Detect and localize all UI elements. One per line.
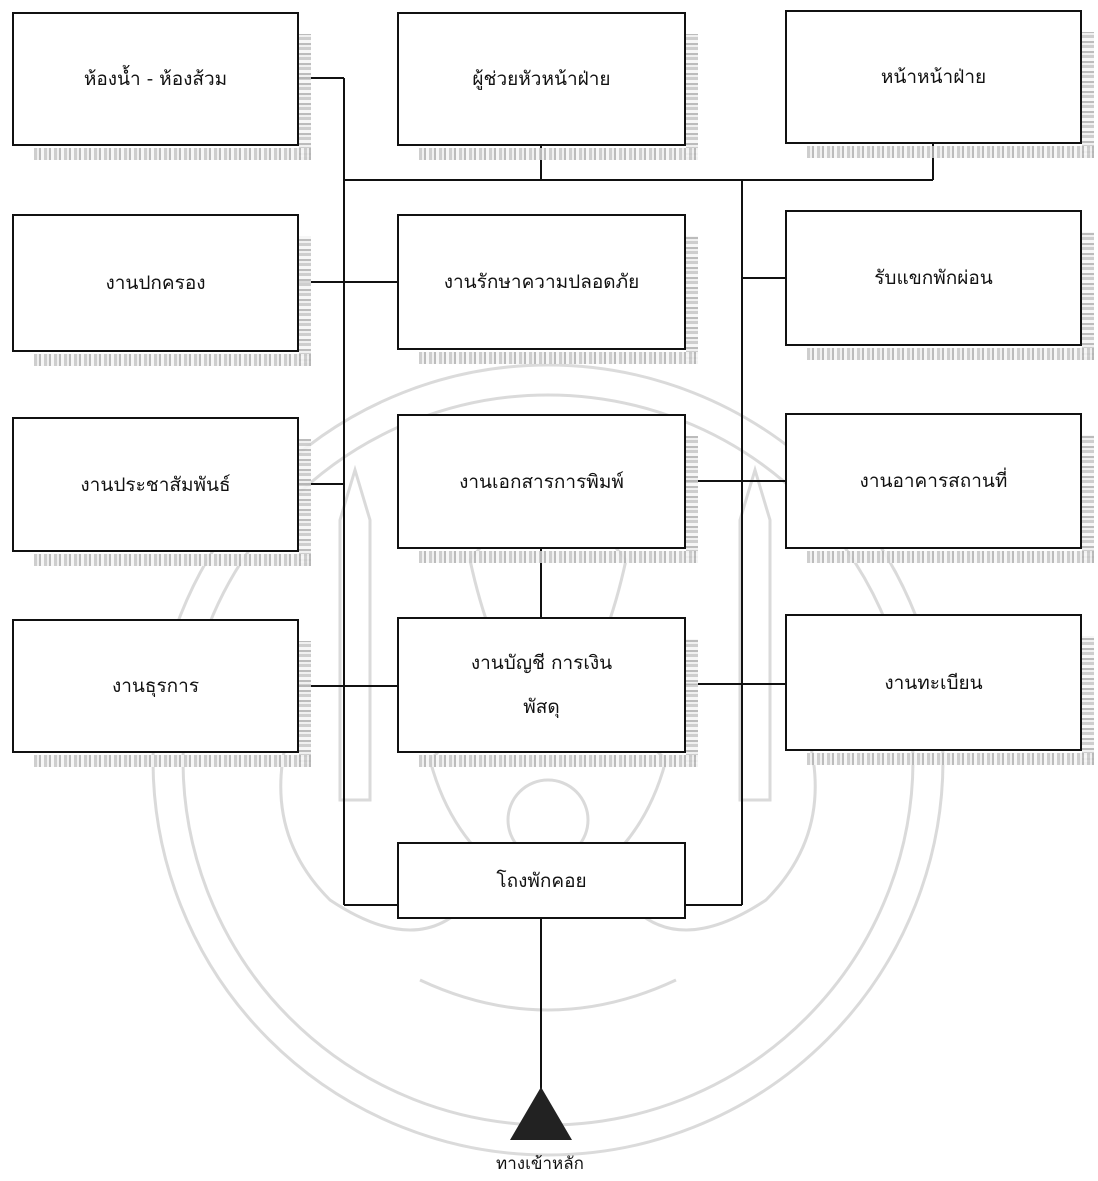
entrance-triangle-icon [510, 1087, 572, 1140]
box-printing-label: งานเอกสารการพิมพ์ [459, 470, 624, 493]
box-administration-label: งานปกครอง [105, 272, 206, 294]
box-restroom-label: ห้องน้ำ - ห้องส้วม [83, 68, 228, 90]
box-lobby: โถงพักคอย [397, 842, 686, 919]
box-buildings-label: งานอาคารสถานที่ [859, 470, 1008, 492]
box-clerical-label: งานธุรการ [111, 675, 200, 697]
box-public-relations: งานประชาสัมพันธ์ [12, 417, 311, 566]
box-reception-label: รับแขกพักผ่อน [874, 267, 993, 289]
box-accounting: งานบัญชี การเงิน พัสดุ [397, 617, 698, 767]
entrance-label: ทางเข้าหลัก [496, 1154, 584, 1174]
box-assistant-head: ผู้ช่วยหัวหน้าฝ่าย [397, 12, 698, 160]
box-accounting-label: งานบัญชี การเงิน พัสดุ [470, 652, 613, 718]
box-administration: งานปกครอง [12, 214, 311, 366]
box-lobby-label: โถงพักคอย [496, 869, 587, 892]
box-registration-label: งานทะเบียน [884, 671, 983, 694]
box-head-label: หน้าหน้าฝ่าย [880, 66, 987, 88]
box-public-relations-label: งานประชาสัมพันธ์ [80, 473, 231, 496]
box-clerical: งานธุรการ [12, 619, 311, 767]
box-printing: งานเอกสารการพิมพ์ [397, 414, 698, 563]
box-head: หน้าหน้าฝ่าย [785, 10, 1094, 158]
box-security: งานรักษาความปลอดภัย [397, 214, 698, 364]
box-registration: งานทะเบียน [785, 614, 1094, 765]
box-restroom: ห้องน้ำ - ห้องส้วม [12, 12, 311, 160]
box-assistant-head-label: ผู้ช่วยหัวหน้าฝ่าย [472, 68, 611, 90]
box-reception: รับแขกพักผ่อน [785, 210, 1094, 360]
box-security-label: งานรักษาความปลอดภัย [443, 271, 640, 293]
box-buildings: งานอาคารสถานที่ [785, 413, 1094, 563]
